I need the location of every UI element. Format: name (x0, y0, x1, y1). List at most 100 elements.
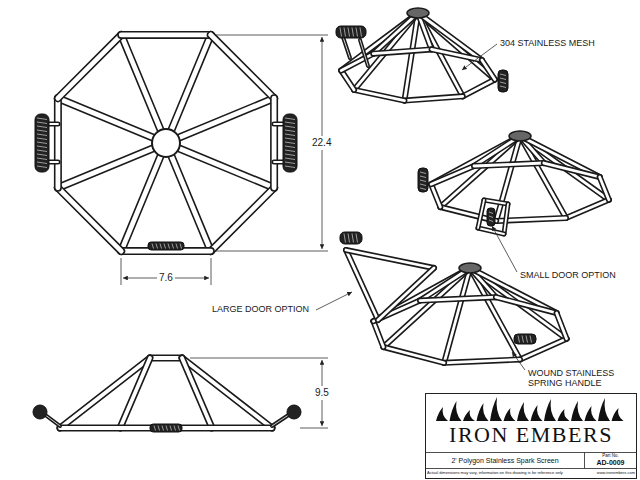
frame-tube (373, 268, 470, 321)
flame-mark (504, 408, 516, 421)
frame-tube (56, 98, 61, 188)
handle-coil (154, 426, 156, 431)
frame-tube (520, 136, 600, 177)
frame-tube (496, 297, 557, 313)
handle-coil (285, 154, 295, 156)
frame-tube (478, 200, 484, 228)
frame-tube (58, 143, 166, 188)
spring-handle (283, 114, 297, 172)
leader-line (512, 352, 525, 370)
title-block-frame (426, 394, 637, 479)
frame-tube (120, 358, 150, 428)
spring-handle (150, 424, 182, 432)
part-number-cell: Part No.AD-0009 (585, 453, 636, 468)
frame-tube (60, 358, 150, 428)
frame-tube (341, 70, 354, 89)
frame-tube (463, 80, 495, 97)
frame-tube (566, 200, 609, 218)
cell-text: Actual dimensions may vary, information … (427, 471, 563, 475)
frame-tube (341, 70, 354, 89)
handle-coil (489, 216, 493, 218)
frame-tube (211, 35, 274, 98)
hub (407, 8, 429, 18)
handle-coil (37, 154, 47, 156)
flame-mark (436, 407, 448, 421)
handle-coil (37, 146, 47, 148)
spring-handle (514, 334, 536, 344)
cell-text: Part No. (602, 454, 619, 459)
handle-coil (285, 130, 295, 132)
frame-tube (566, 200, 609, 218)
flame-mark (531, 405, 543, 421)
spring-handle (33, 405, 47, 419)
handle-coil (420, 188, 426, 190)
handle-coil (166, 426, 168, 431)
spring-handle (418, 168, 428, 192)
frame-tube (431, 184, 440, 207)
handle-coil (37, 166, 47, 168)
handle-coil (172, 244, 174, 249)
handle-coil (518, 336, 520, 343)
cell-subtext: www.ironembers.com (597, 471, 635, 475)
frame-tube (478, 200, 484, 228)
frame-tube (211, 35, 274, 98)
handle-coil (285, 134, 295, 136)
handle-coil (500, 86, 506, 88)
extension-line (121, 258, 122, 285)
handle-coil (489, 212, 493, 214)
handle-coil (285, 118, 295, 120)
frame-tube (373, 321, 383, 347)
frame-tube (58, 188, 121, 251)
frame-tube (121, 31, 211, 39)
frame-tube (557, 313, 567, 339)
frame-tube (463, 80, 495, 97)
cell-subtext: AD-0009 (596, 459, 624, 467)
frame-tube (182, 358, 272, 428)
handle-coil (156, 244, 158, 249)
handle-coil (152, 244, 154, 249)
title-block (426, 394, 637, 479)
frame-tube (121, 35, 166, 143)
flame-mark (571, 401, 583, 421)
handle-coil (420, 176, 426, 178)
handle-coil (420, 172, 426, 174)
frame-tube (341, 13, 418, 70)
frame-tube (346, 250, 434, 268)
handle-coil (526, 336, 528, 343)
handle-coil (356, 234, 358, 243)
hub (459, 263, 481, 273)
handle-coil (178, 426, 180, 431)
handle-coil (344, 234, 346, 243)
handle-coil (37, 134, 47, 136)
frame-tubes (33, 8, 609, 432)
extension-line (211, 258, 212, 285)
frame-tube (431, 136, 520, 184)
handle-coil (344, 28, 346, 37)
frame-tube (211, 188, 274, 251)
handle-coil (37, 150, 47, 152)
handle-coil (37, 130, 47, 132)
frame-tube (474, 163, 544, 166)
handle-coil (420, 184, 426, 186)
flame-mark (585, 406, 597, 421)
frame-tube (378, 268, 434, 320)
frame-tube (60, 425, 272, 432)
frame-tube (373, 49, 431, 53)
handle-coil (348, 28, 350, 37)
frame-tube (420, 297, 496, 300)
leader-line (316, 292, 352, 310)
handle-coil (37, 142, 47, 144)
handle-coil (158, 426, 160, 431)
frame-tube (354, 90, 404, 101)
frame-tube (420, 297, 496, 300)
frame-tube (373, 268, 470, 321)
callout-text: SMALL DOOR OPTION (520, 270, 616, 280)
frame-tube (504, 204, 508, 234)
frame-tube (54, 98, 62, 188)
handle-coil (285, 162, 295, 164)
frame-tube (373, 49, 431, 53)
extension-line (216, 251, 328, 252)
handle-coil (285, 122, 295, 124)
leader-lines (316, 44, 525, 370)
